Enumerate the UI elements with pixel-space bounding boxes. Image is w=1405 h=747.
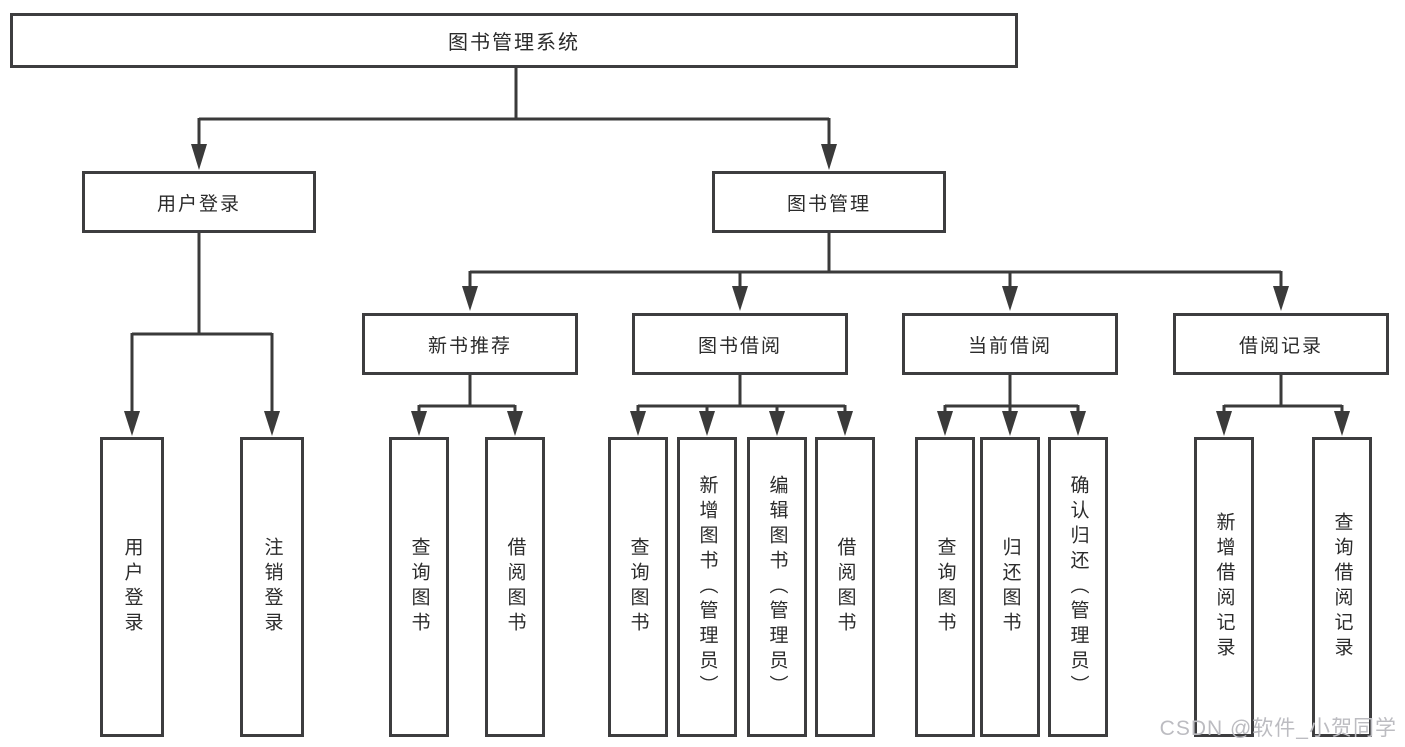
connector-userlogin-children [130, 231, 274, 413]
connector-newbooks-children [417, 375, 517, 413]
arrowheads-currentborrow-children [937, 411, 1086, 436]
node-new-book-recommend: 新书推荐 [362, 313, 578, 375]
node-library-management-system: 图书管理系统 [10, 13, 1018, 68]
node-book-borrowing: 图书借阅 [632, 313, 848, 375]
node-label: 图书借阅 [697, 335, 782, 357]
leaf-label: 借阅图书 [504, 537, 526, 637]
leaf-query-books: 查询图书 [389, 437, 449, 737]
leaf-label: 查询图书 [408, 537, 430, 637]
leaf-label: 新增借阅记录 [1213, 512, 1235, 662]
arrowheads-borrowrecords-children [1216, 411, 1350, 436]
leaf-label: 新增图书（管理员） [696, 474, 718, 700]
connector-bookborrow-children [636, 375, 847, 413]
node-user-login: 用户登录 [82, 171, 316, 233]
node-book-management: 图书管理 [712, 171, 946, 233]
leaf-label: 确认归还（管理员） [1067, 474, 1089, 700]
leaf-label: 用户登录 [121, 537, 143, 637]
connector-borrowrecords-children [1222, 375, 1344, 413]
node-label: 用户登录 [156, 193, 241, 215]
connector-root-to-level2 [197, 68, 831, 146]
node-label: 当前借阅 [967, 335, 1052, 357]
leaf-return-books: 归还图书 [980, 437, 1040, 737]
node-label: 借阅记录 [1238, 335, 1323, 357]
node-label: 新书推荐 [427, 335, 512, 357]
leaf-borrow-books: 借阅图书 [815, 437, 875, 737]
leaf-label: 注销登录 [261, 537, 283, 637]
leaf-query-books: 查询图书 [608, 437, 668, 737]
connector-bookmgmt-to-level3 [468, 231, 1283, 288]
leaf-label: 查询图书 [627, 537, 649, 637]
leaf-label: 查询图书 [934, 537, 956, 637]
leaf-label: 归还图书 [999, 537, 1021, 637]
leaf-add-borrow-record: 新增借阅记录 [1194, 437, 1254, 737]
leaf-edit-books-admin: 编辑图书（管理员） [747, 437, 807, 737]
node-borrow-records: 借阅记录 [1173, 313, 1389, 375]
leaf-label: 查询借阅记录 [1331, 512, 1353, 662]
node-current-borrowing: 当前借阅 [902, 313, 1118, 375]
arrowheads-level3 [462, 286, 1289, 311]
leaf-label: 编辑图书（管理员） [766, 474, 788, 700]
arrowheads-level2 [191, 144, 837, 170]
arrowheads-newbooks-children [411, 411, 523, 436]
leaf-add-books-admin: 新增图书（管理员） [677, 437, 737, 737]
arrowheads-userlogin-children [124, 411, 280, 436]
connector-currentborrow-children [943, 375, 1080, 413]
leaf-query-borrow-record: 查询借阅记录 [1312, 437, 1372, 737]
leaf-logout: 注销登录 [240, 437, 304, 737]
node-label: 图书管理 [786, 193, 871, 215]
leaf-label: 借阅图书 [834, 537, 856, 637]
arrowheads-bookborrow-children [630, 411, 853, 436]
leaf-confirm-return-admin: 确认归还（管理员） [1048, 437, 1108, 737]
node-label: 图书管理系统 [448, 32, 580, 54]
leaf-borrow-books: 借阅图书 [485, 437, 545, 737]
leaf-query-books: 查询图书 [915, 437, 975, 737]
leaf-user-login: 用户登录 [100, 437, 164, 737]
